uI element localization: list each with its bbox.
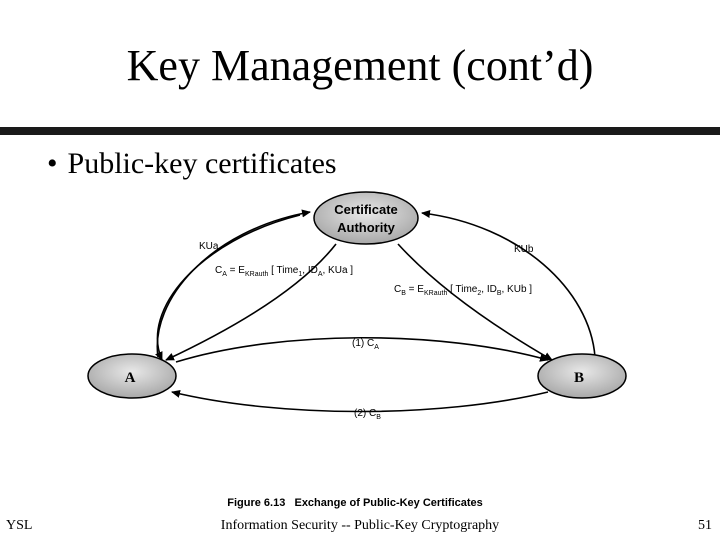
node-a-label: A bbox=[125, 370, 136, 386]
node-b-label: B bbox=[574, 370, 584, 386]
msg2-label: (2) CB bbox=[354, 408, 381, 421]
ca-node: Certificate Authority bbox=[313, 191, 419, 245]
ca-label-line2: Authority bbox=[337, 220, 396, 235]
kub-label: KUb bbox=[514, 244, 534, 255]
page-number: 51 bbox=[698, 518, 712, 533]
title-divider bbox=[0, 127, 720, 135]
arrow-a-to-ca-kua bbox=[156, 209, 311, 358]
slide-title: Key Management (cont’d) bbox=[126, 41, 594, 90]
arrow-ca-to-b-cert bbox=[397, 243, 553, 361]
footer-author: YSL bbox=[6, 518, 33, 533]
arrow-b-to-ca-kub bbox=[421, 210, 596, 358]
arrow-ca-to-a-cert bbox=[165, 243, 337, 361]
msg1-label: (1) CA bbox=[352, 338, 379, 351]
arrow-a-to-b bbox=[175, 336, 549, 363]
node-a: A bbox=[87, 353, 177, 399]
bullet-marker: • bbox=[47, 147, 58, 180]
arrow-b-to-a bbox=[171, 389, 549, 413]
bullet-item: • Public-key certificates bbox=[47, 142, 337, 186]
cert-a-formula: CA = EKRauth [ Time1, IDA, KUa ] bbox=[215, 265, 353, 278]
cert-b-formula: CB = EKRauth [ Time2, IDB, KUb ] bbox=[394, 284, 532, 297]
footer-course: Information Security -- Public-Key Crypt… bbox=[220, 518, 500, 533]
kua-label: KUa bbox=[199, 241, 219, 252]
ca-label-line1: Certificate bbox=[334, 202, 398, 217]
figure-caption: Figure 6.13 Exchange of Public-Key Certi… bbox=[227, 497, 483, 509]
bullet-text: Public-key certificates bbox=[67, 147, 337, 180]
node-b: B bbox=[537, 353, 627, 399]
